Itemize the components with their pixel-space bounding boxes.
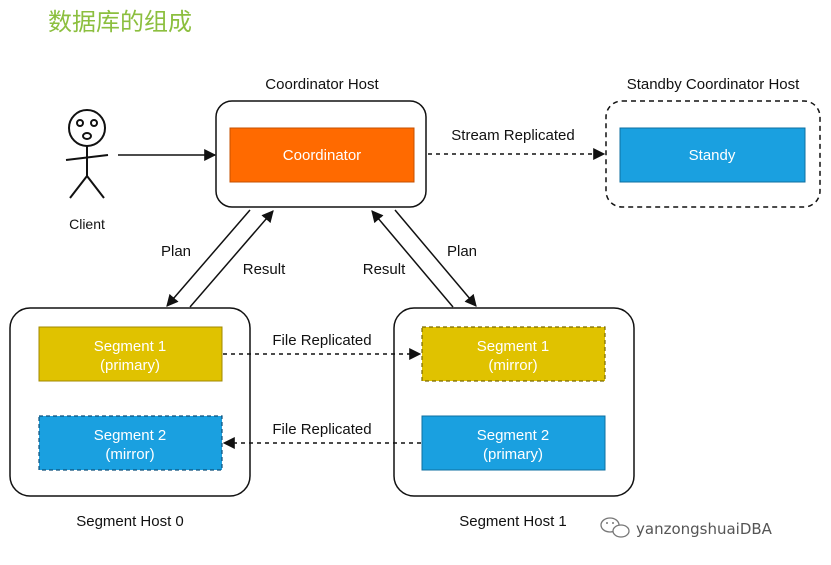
standby-box bbox=[619, 127, 806, 183]
result-right-arrow bbox=[371, 210, 454, 308]
standby-label: Standy bbox=[689, 147, 736, 164]
client-label: Client bbox=[69, 216, 105, 232]
seg1-primary-line1: Segment 2 bbox=[477, 427, 550, 444]
seg0-primary-box bbox=[38, 326, 223, 382]
watermark-text: yanzongshuaiDBA bbox=[636, 520, 773, 538]
page-title: 数据库的组成 bbox=[48, 8, 192, 36]
coordinator-host-label: Coordinator Host bbox=[265, 76, 379, 93]
seg0-mirror-line2: (mirror) bbox=[105, 446, 154, 463]
plan-right-arrow bbox=[394, 209, 477, 307]
seg1-primary-box bbox=[421, 415, 606, 471]
file-replicated-bottom-label: File Replicated bbox=[272, 421, 371, 438]
segment-host-0-label: Segment Host 0 bbox=[76, 513, 184, 530]
seg0-mirror-line1: Segment 2 bbox=[94, 427, 167, 444]
seg0-primary-line2: (primary) bbox=[100, 357, 160, 374]
wechat-icon bbox=[600, 517, 630, 538]
plan-left-arrow bbox=[166, 209, 251, 307]
plan-left-label: Plan bbox=[161, 243, 191, 260]
standby-host-label: Standby Coordinator Host bbox=[627, 76, 800, 93]
seg1-primary-line2: (primary) bbox=[483, 446, 543, 463]
coordinator-box bbox=[229, 127, 415, 183]
result-right-label: Result bbox=[363, 261, 406, 278]
result-left-arrow bbox=[189, 210, 274, 308]
file-replicated-top-label: File Replicated bbox=[272, 332, 371, 349]
seg1-mirror-line1: Segment 1 bbox=[477, 338, 550, 355]
plan-right-label: Plan bbox=[447, 243, 477, 260]
coordinator-label: Coordinator bbox=[283, 147, 361, 164]
seg1-mirror-box bbox=[421, 326, 606, 382]
stream-replicated-label: Stream Replicated bbox=[451, 127, 574, 144]
client-person-icon bbox=[65, 109, 109, 199]
segment-host-1-label: Segment Host 1 bbox=[459, 513, 567, 530]
seg1-mirror-line2: (mirror) bbox=[488, 357, 537, 374]
result-left-label: Result bbox=[243, 261, 286, 278]
seg0-mirror-box bbox=[38, 415, 223, 471]
seg0-primary-line1: Segment 1 bbox=[94, 338, 167, 355]
